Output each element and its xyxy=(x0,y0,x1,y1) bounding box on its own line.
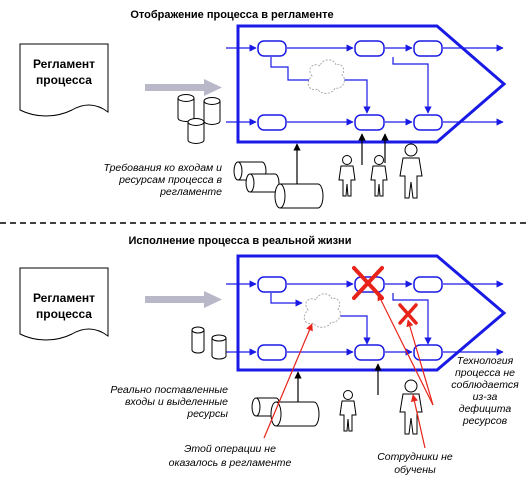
op-box xyxy=(354,344,385,361)
top-gray-arrow xyxy=(145,79,222,96)
top-title: Отображение процесса в регламенте xyxy=(130,9,333,21)
person-icon xyxy=(370,155,388,197)
bottom-resource-cylinders xyxy=(251,397,320,427)
top-document-line-2: процесса xyxy=(36,73,92,87)
technology-note-line-5: дефицита xyxy=(459,403,512,415)
staff-note-line-1: Сотрудники не xyxy=(377,451,453,463)
bottom-document-line-2: процесса xyxy=(36,307,92,321)
top-panel: Отображение процесса в регламенте Реглам… xyxy=(19,9,507,209)
person-icon xyxy=(399,143,423,199)
op-box xyxy=(413,114,443,131)
bottom-title: Исполнение процесса в реальной жизни xyxy=(129,235,352,247)
technology-note-line-2: процесса не xyxy=(455,367,515,379)
bottom-red-pointers xyxy=(263,293,434,449)
top-document-line-1: Регламент xyxy=(33,57,95,71)
top-resource-arrows xyxy=(293,133,389,185)
inputs-note-line-1: Реально поставленные xyxy=(110,384,228,396)
technology-note-line-4: из-за xyxy=(473,391,498,403)
operation-note-line-2: оказалось в регламенте xyxy=(169,457,292,469)
top-input-cylinders xyxy=(177,94,221,144)
op-box xyxy=(413,344,443,361)
op-box xyxy=(257,40,287,57)
op-box xyxy=(257,276,287,293)
bottom-people xyxy=(339,379,423,435)
top-caption-line-2: ресурсам процесса в xyxy=(118,174,222,186)
op-box xyxy=(354,114,385,131)
inputs-note-line-2: входы и выделенные xyxy=(125,396,228,408)
top-caption-line-1: Требования ко входам и xyxy=(104,162,223,174)
operation-note: Этой операции не оказалось в регламенте xyxy=(169,443,292,469)
top-regulation-document: Регламент процесса xyxy=(19,43,109,117)
top-people xyxy=(338,143,423,199)
technology-note-line-6: ресурсов xyxy=(462,415,508,427)
bottom-operation-boxes xyxy=(257,276,443,361)
person-icon xyxy=(339,390,357,432)
operation-note-line-1: Этой операции не xyxy=(184,443,276,455)
op-box xyxy=(413,40,443,57)
top-caption: Требования ко входам и ресурсам процесса… xyxy=(104,162,223,198)
cross-icon xyxy=(352,266,384,300)
staff-note-line-2: обучены xyxy=(394,464,436,476)
bottom-document-line-1: Регламент xyxy=(33,291,95,305)
top-process-arrows xyxy=(226,44,504,126)
top-caption-line-3: регламенте xyxy=(159,186,222,198)
op-box xyxy=(413,276,443,293)
top-operation-boxes xyxy=(257,40,443,131)
cross-icon xyxy=(398,303,418,325)
bottom-input-cylinders xyxy=(191,326,227,360)
technology-note-line-3: соблюдается xyxy=(451,379,519,391)
bottom-gray-arrow xyxy=(145,291,222,308)
person-icon xyxy=(338,155,356,197)
op-box xyxy=(257,114,287,131)
bottom-process-frame xyxy=(236,254,507,372)
technology-note-line-1: Технология xyxy=(457,355,514,367)
top-resource-cylinders xyxy=(233,161,324,209)
inputs-note-line-3: ресурсы xyxy=(186,408,228,420)
top-process-frame xyxy=(236,24,507,144)
staff-note: Сотрудники не обучены xyxy=(377,451,453,476)
technology-note: Технология процесса не соблюдается из-за… xyxy=(451,355,519,427)
bottom-regulation-document: Регламент процесса xyxy=(19,267,109,341)
op-box xyxy=(354,40,385,57)
op-box xyxy=(257,344,287,361)
inputs-note: Реально поставленные входы и выделенные … xyxy=(110,384,228,420)
bottom-panel: Исполнение процесса в реальной жизни Рег… xyxy=(19,235,519,476)
top-cloud-shape xyxy=(307,59,345,94)
bottom-process-arrows xyxy=(226,280,504,356)
person-icon xyxy=(399,379,423,435)
bottom-cloud-shape xyxy=(303,293,341,328)
